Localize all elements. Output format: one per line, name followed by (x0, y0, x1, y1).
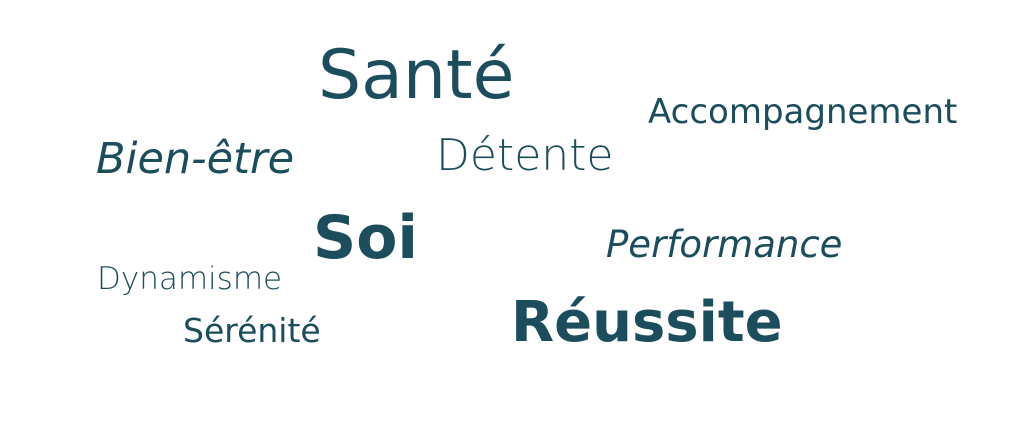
word-detente: Détente (436, 130, 614, 181)
word-accompagnement: Accompagnement (648, 92, 958, 132)
word-performance: Performance (606, 223, 843, 266)
word-serenite: Sérénité (183, 311, 321, 350)
word-soi: Soi (313, 203, 418, 273)
word-dynamisme: Dynamisme (97, 261, 283, 297)
word-reussite: Réussite (511, 290, 783, 355)
word-bien-etre: Bien-être (96, 134, 295, 184)
word-sante: Santé (318, 36, 515, 115)
